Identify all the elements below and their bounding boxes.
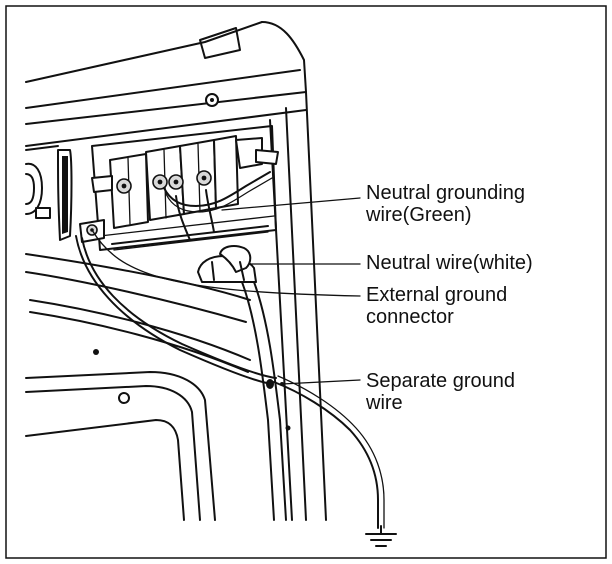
- earth-ground-symbol: [365, 525, 397, 547]
- strain-relief-clamp: [197, 245, 257, 283]
- label-line: External ground: [366, 284, 508, 306]
- label-line: Neutral grounding: [366, 182, 525, 204]
- power-cord: [241, 281, 287, 521]
- label-line: wire: [366, 392, 403, 414]
- leader-lines: [91, 197, 361, 386]
- separate-ground-wire-path: [75, 235, 385, 529]
- label-neutral-wire: Neutral wire(white): [366, 252, 533, 274]
- left-knob: [25, 149, 73, 241]
- label-neutral-grounding-wire: Neutral grounding wire(Green): [366, 182, 525, 226]
- label-external-ground-connector: External ground connector: [366, 284, 507, 328]
- appliance-top-panel: [25, 21, 307, 147]
- label-line: Separate ground: [366, 370, 516, 392]
- appliance-side: [269, 91, 327, 521]
- label-line: connector: [366, 306, 454, 328]
- label-line: Neutral wire(white): [366, 252, 533, 274]
- label-line: wire(Green): [366, 204, 472, 226]
- figure-border: [5, 5, 607, 559]
- label-separate-ground-wire: Separate ground wire: [366, 370, 515, 414]
- appliance-rear-panel: [25, 145, 291, 521]
- terminal-wires: [163, 171, 273, 241]
- terminal-block: [91, 125, 279, 251]
